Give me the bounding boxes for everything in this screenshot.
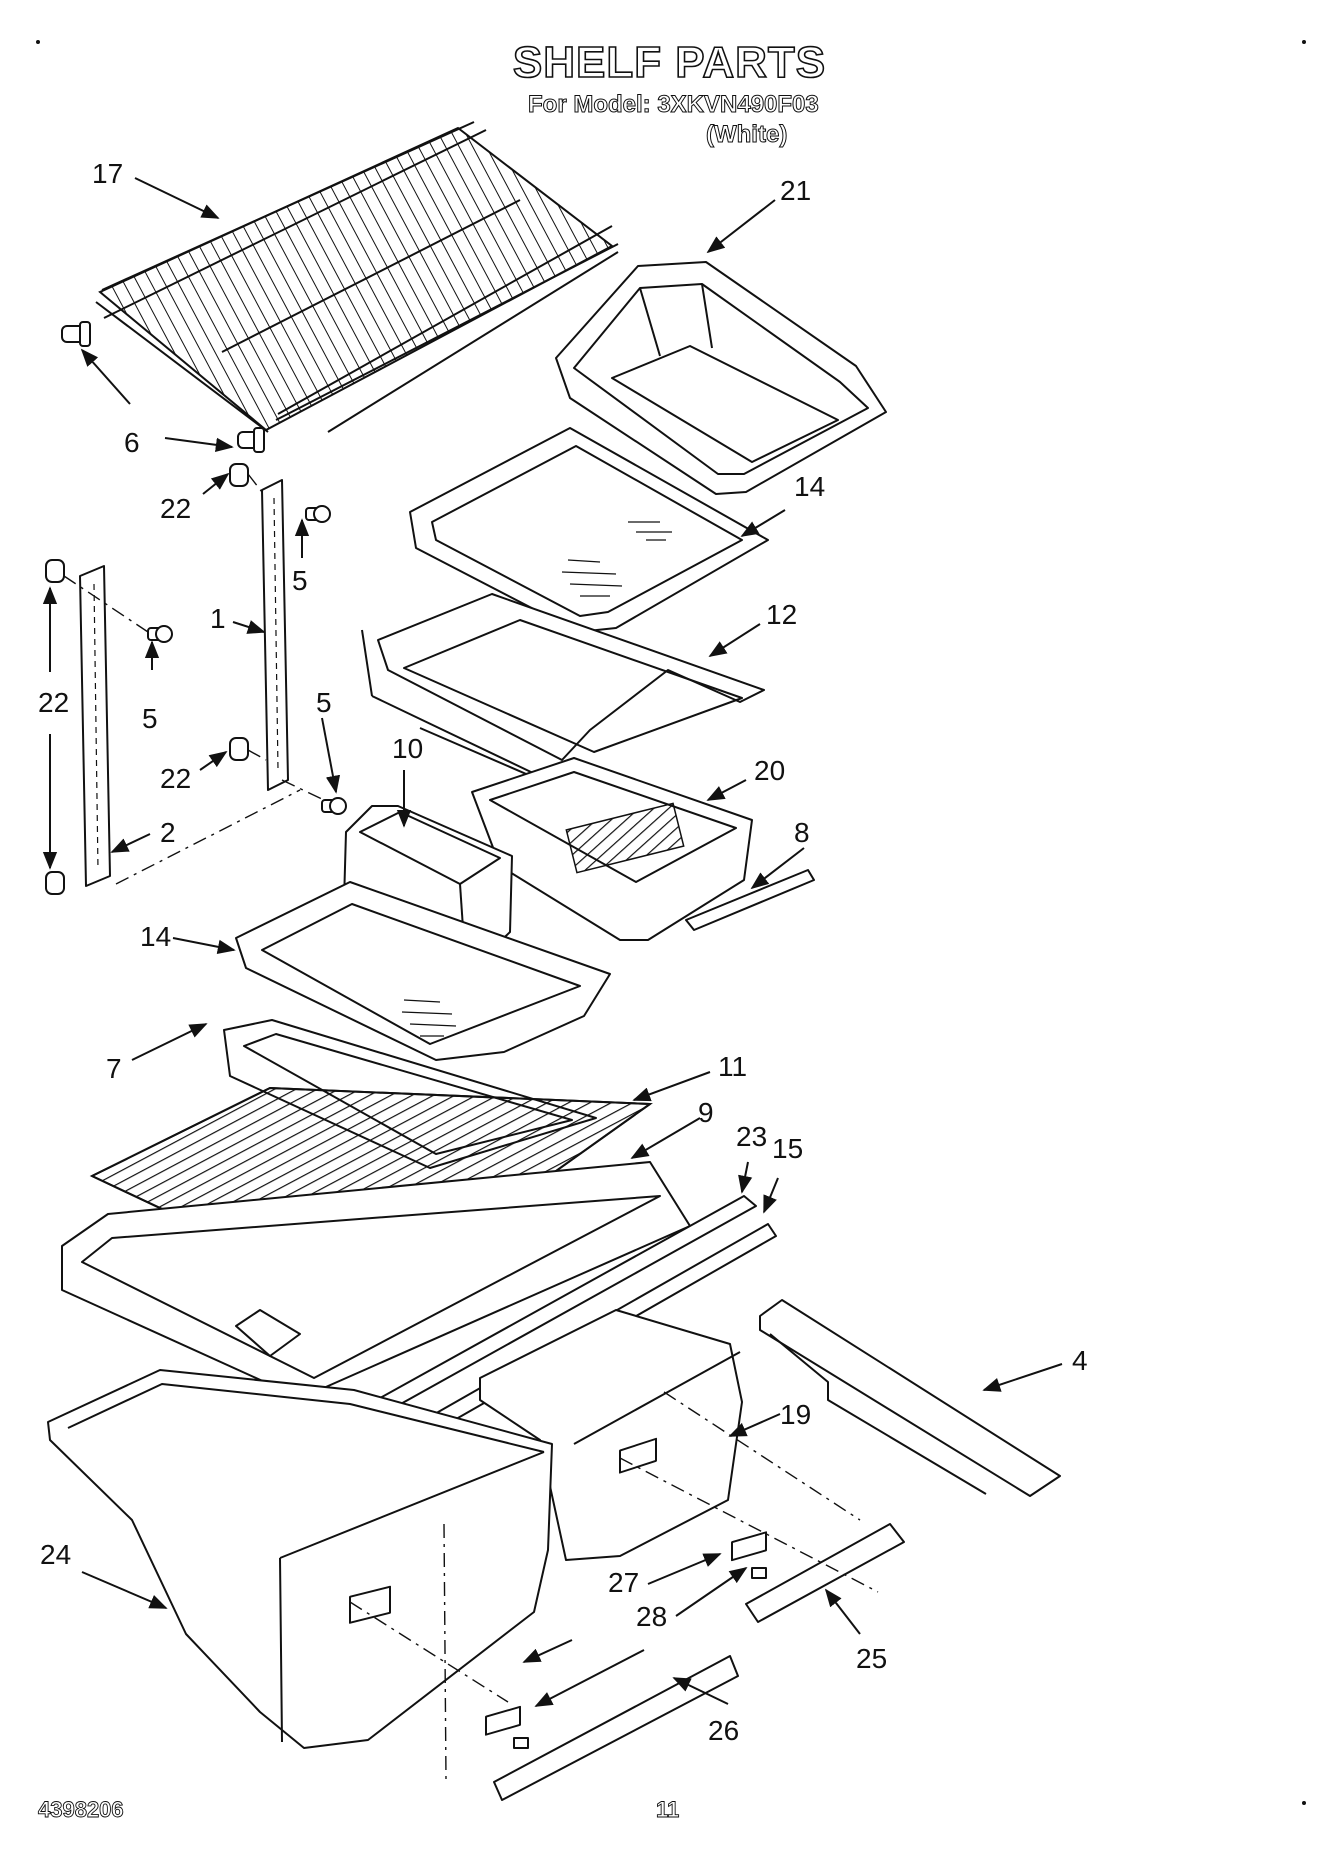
corner-mark <box>1302 40 1306 44</box>
callout-22: 22 <box>38 687 69 718</box>
part-5-screw <box>147 505 347 815</box>
part-25-trim <box>745 1523 905 1623</box>
callout-8: 8 <box>794 817 810 848</box>
callout-28: 28 <box>636 1601 667 1632</box>
part-22-ladder-cap <box>45 463 249 895</box>
callout-5: 5 <box>292 565 308 596</box>
callout-20: 20 <box>754 755 785 786</box>
part-21-bin <box>555 261 887 495</box>
callout-7: 7 <box>106 1053 122 1084</box>
part-27-28-slides <box>485 1531 767 1749</box>
part-12-shelf-frame <box>361 593 765 785</box>
callout-2: 2 <box>160 817 176 848</box>
callout-6: 6 <box>124 427 140 458</box>
part-26-trim <box>493 1655 739 1801</box>
page-number: 11 <box>656 1797 680 1823</box>
model-line: For Model: 3XKVN490F03 <box>528 91 820 119</box>
part-14-glass-shelf-upper <box>409 427 769 633</box>
callout-26: 26 <box>708 1715 739 1746</box>
document-number: 4398206 <box>38 1797 125 1823</box>
callout-23: 23 <box>736 1121 767 1152</box>
callout-22: 22 <box>160 763 191 794</box>
callout-4: 4 <box>1072 1345 1088 1376</box>
callout-9: 9 <box>698 1097 714 1128</box>
part-1-ladder <box>261 479 289 791</box>
assembly-lines <box>63 473 879 1781</box>
callout-27: 27 <box>608 1567 639 1598</box>
callout-17: 17 <box>92 158 123 189</box>
callout-14: 14 <box>794 471 825 502</box>
part-6-shelf-support <box>61 321 265 453</box>
part-2-ladder <box>79 565 111 887</box>
part-24-crisper-drawer <box>47 1369 553 1749</box>
callout-25: 25 <box>856 1643 887 1674</box>
callout-14: 14 <box>140 921 171 952</box>
leader-arrows <box>42 177 1063 1707</box>
callout-10: 10 <box>392 733 423 764</box>
color-line: (White) <box>705 121 788 149</box>
callout-12: 12 <box>766 599 797 630</box>
callout-19: 19 <box>780 1399 811 1430</box>
page-title: SHELF PARTS <box>512 37 827 88</box>
part-14-glass-shelf-lower <box>235 881 611 1061</box>
part-17-wire-shelf <box>95 121 619 433</box>
callout-5: 5 <box>142 703 158 734</box>
callout-21: 21 <box>780 175 811 206</box>
part-19-crisper-drawer <box>479 1309 743 1561</box>
callout-11: 11 <box>718 1051 747 1082</box>
corner-mark <box>36 40 40 44</box>
corner-mark <box>1302 1801 1306 1805</box>
callout-22: 22 <box>160 493 191 524</box>
part-20-meat-pan <box>471 757 753 941</box>
part-4-cover-rail <box>759 1299 1061 1497</box>
callout-24: 24 <box>40 1539 71 1570</box>
callout-5: 5 <box>316 687 332 718</box>
callout-15: 15 <box>772 1133 803 1164</box>
callout-1: 1 <box>210 603 226 634</box>
part-9-crisper-frame <box>61 1161 691 1399</box>
